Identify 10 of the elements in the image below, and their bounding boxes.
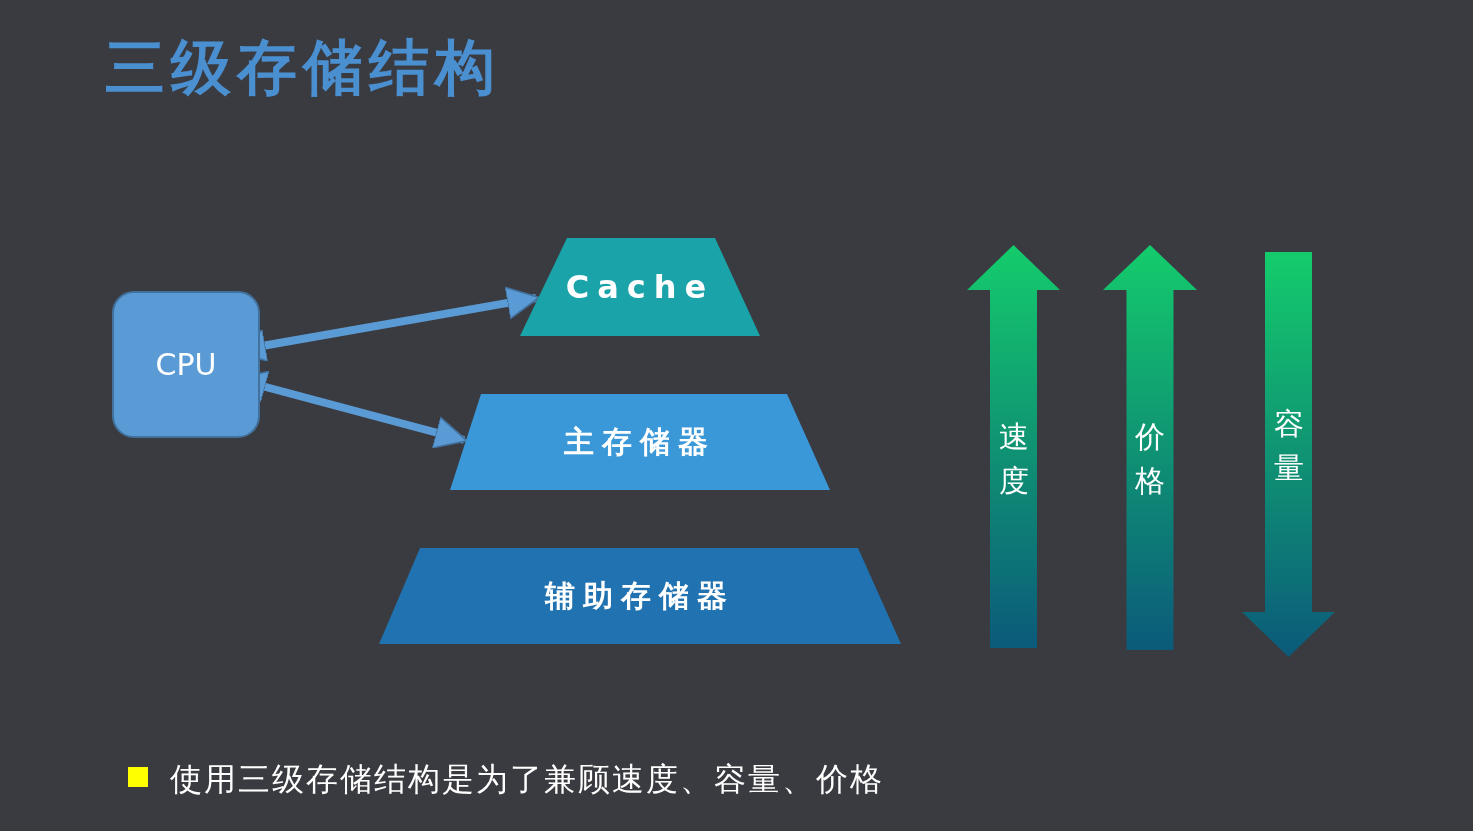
node-label: 辅助存储器 <box>545 576 735 615</box>
node-label: 主存储器 <box>564 422 716 461</box>
arrow-label: 速度 <box>997 418 1030 500</box>
arrow-label: 容量 <box>1272 405 1305 487</box>
slide-title: 三级存储结构 <box>105 31 501 104</box>
node-label: Cache <box>565 268 715 306</box>
arrow-label: 价格 <box>1134 418 1166 500</box>
cpu-box <box>112 291 260 438</box>
node-label: CPU <box>155 347 217 382</box>
note-text: 使用三级存储结构是为了兼顾速度、容量、价格 <box>170 759 884 800</box>
